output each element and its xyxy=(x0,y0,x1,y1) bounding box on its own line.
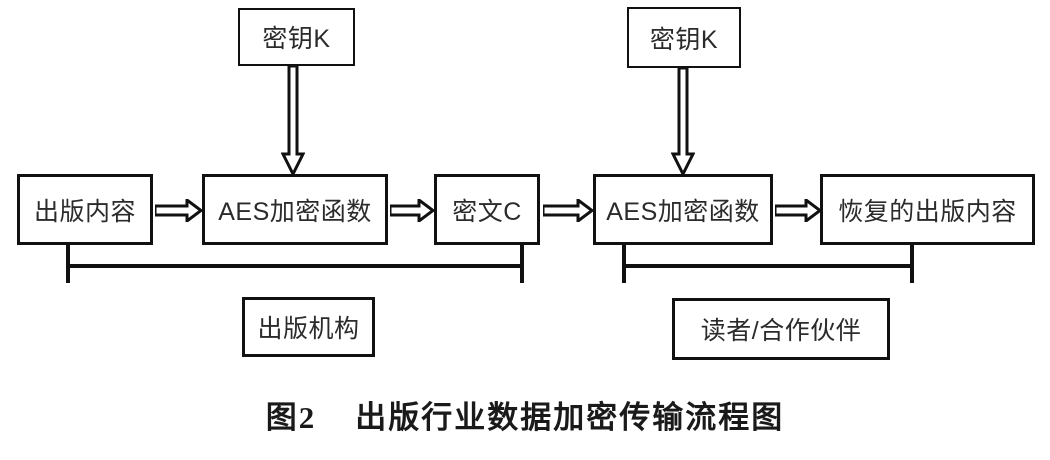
bracket-publisher xyxy=(66,245,524,283)
arrow-key-right-to-aes-decrypt xyxy=(671,68,695,176)
figure-caption: 图2 出版行业数据加密传输流程图 xyxy=(265,400,785,435)
node-source-content: 出版内容 xyxy=(17,174,153,245)
bracket-publisher-tick-left xyxy=(66,245,70,283)
arrow-key-left-to-aes-encrypt xyxy=(281,66,305,176)
node-aes-encrypt-label: AES加密函数 xyxy=(218,197,372,226)
node-key-right: 密钥K xyxy=(627,7,741,68)
node-publisher-group: 出版机构 xyxy=(242,297,375,357)
node-aes-decrypt: AES加密函数 xyxy=(593,174,773,245)
node-publisher-group-label: 出版机构 xyxy=(257,315,360,343)
node-source-content-label: 出版内容 xyxy=(33,197,136,226)
node-ciphertext: 密文C xyxy=(434,174,540,245)
node-aes-decrypt-label: AES加密函数 xyxy=(606,197,760,226)
node-recovered-content: 恢复的出版内容 xyxy=(820,174,1035,245)
node-reader-group: 读者/合作伙伴 xyxy=(672,298,890,360)
node-recovered-content-label: 恢复的出版内容 xyxy=(838,197,1017,226)
bracket-reader-tick-right xyxy=(910,245,914,283)
node-ciphertext-label: 密文C xyxy=(452,197,522,226)
arrow-decrypt-to-recovered xyxy=(775,199,822,222)
bracket-reader-tick-left xyxy=(622,245,626,283)
node-key-left: 密钥K xyxy=(238,8,355,66)
bracket-publisher-bar xyxy=(66,264,524,268)
bracket-reader xyxy=(622,245,914,283)
node-key-right-label: 密钥K xyxy=(649,25,719,54)
node-reader-group-label: 读者/合作伙伴 xyxy=(700,317,862,345)
bracket-reader-bar xyxy=(622,264,914,268)
bracket-publisher-tick-right xyxy=(520,245,524,283)
node-aes-encrypt: AES加密函数 xyxy=(202,174,388,245)
arrow-ciphertext-to-decrypt xyxy=(543,199,594,222)
arrow-encrypt-to-ciphertext xyxy=(390,199,435,222)
node-key-left-label: 密钥K xyxy=(262,25,331,53)
arrow-source-to-encrypt xyxy=(155,199,203,222)
